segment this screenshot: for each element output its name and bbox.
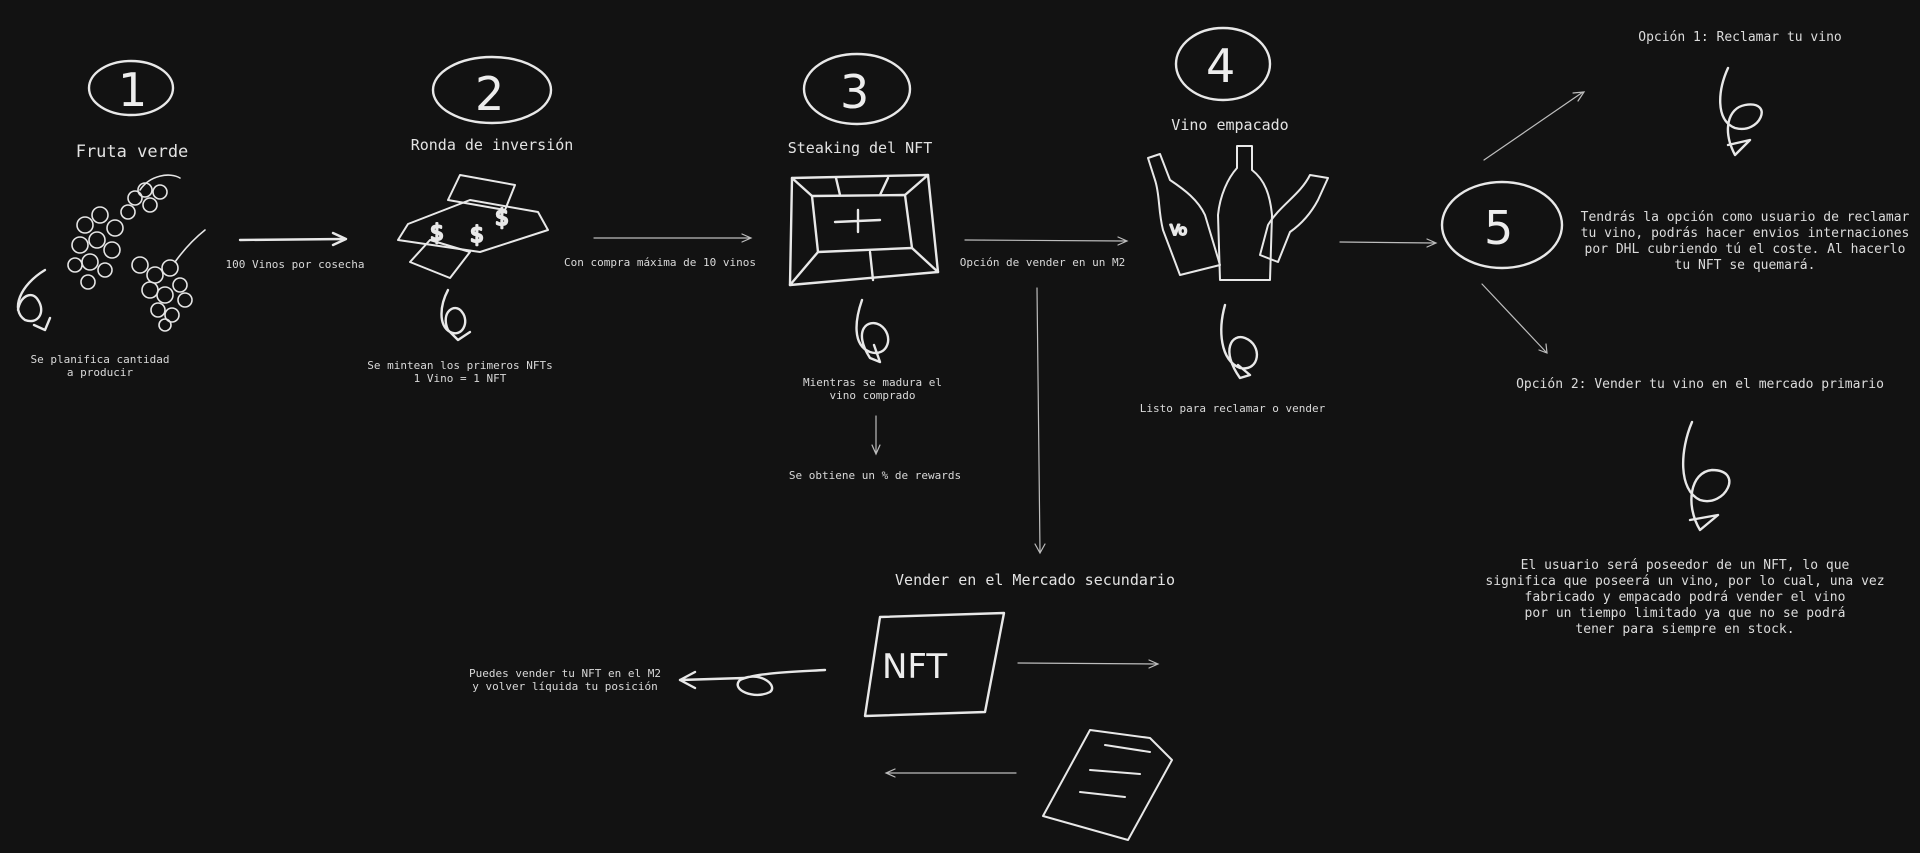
arrow-1-2 xyxy=(238,231,348,247)
arrow-to-secondary xyxy=(1034,287,1046,555)
arrow-4-5 xyxy=(1339,238,1438,248)
step-2-caption: Se mintean los primeros NFTs 1 Vino = 1 … xyxy=(367,359,553,385)
arrow-1-label: 100 Vinos por cosecha xyxy=(225,258,365,271)
step-3-number: 3 xyxy=(840,65,869,119)
wine-bottles-icon: Vo xyxy=(1147,145,1329,281)
curl-arrow-1 xyxy=(16,268,52,332)
step-2-number: 2 xyxy=(475,67,504,121)
step-1-badge: 1 xyxy=(87,59,175,117)
option-2-text: El usuario será poseedor de un NFT, lo q… xyxy=(1485,558,1885,637)
arrow-2-3 xyxy=(593,233,753,243)
svg-text:Vo: Vo xyxy=(1170,223,1187,239)
money-bills-icon: $ $ $ xyxy=(397,174,549,279)
step-5-number: 5 xyxy=(1484,201,1513,255)
arrow-nft-right xyxy=(1017,659,1160,669)
step-4-badge: 4 xyxy=(1174,26,1272,102)
curl-arrow-6 xyxy=(1682,420,1731,532)
svg-text:NFT: NFT xyxy=(882,647,947,687)
svg-text:$: $ xyxy=(470,223,484,248)
staking-box-icon xyxy=(788,173,940,287)
step-3-caption: Mientras se madura el vino comprado xyxy=(802,376,943,402)
arrow-3-down xyxy=(871,415,881,456)
step-1-number: 1 xyxy=(118,63,147,117)
left-curl-arrow xyxy=(678,668,827,697)
option-2-title: Opción 2: Vender tu vino en el mercado p… xyxy=(1516,377,1884,392)
secondary-market-caption: Puedes vender tu NFT en el M2 y volver l… xyxy=(468,667,662,693)
option-1-text: Tendrás la opción como usuario de reclam… xyxy=(1580,210,1910,273)
step-4-caption: Listo para reclamar o vender xyxy=(1139,402,1326,415)
nft-card-icon: NFT xyxy=(863,611,1006,718)
step-3-title: Steaking del NFT xyxy=(787,139,933,157)
arrow-5-opt2 xyxy=(1481,283,1548,354)
curl-arrow-4 xyxy=(1220,303,1259,380)
step-1-caption: Se planifica cantidad a producir xyxy=(30,353,170,379)
grapes-icon xyxy=(67,174,206,332)
svg-text:$: $ xyxy=(430,221,444,246)
step-3-badge: 3 xyxy=(802,52,912,126)
step-3-sub-caption: Se obtiene un % de rewards xyxy=(788,469,962,482)
step-1-title: Fruta verde xyxy=(75,142,189,162)
step-2-title: Ronda de inversión xyxy=(410,136,574,154)
arrow-3-label: Opción de vender en un M2 xyxy=(959,256,1126,269)
step-2-badge: 2 xyxy=(431,55,553,125)
arrow-2-label: Con compra máxima de 10 vinos xyxy=(563,256,757,269)
arrow-5-opt1 xyxy=(1483,91,1586,161)
ticket-icon xyxy=(1042,729,1173,841)
step-4-title: Vino empacado xyxy=(1171,116,1289,134)
step-4-number: 4 xyxy=(1206,39,1235,93)
option-1-title: Opción 1: Reclamar tu vino xyxy=(1638,30,1842,45)
svg-text:$: $ xyxy=(495,206,509,231)
arrow-3-4 xyxy=(964,236,1129,246)
curl-arrow-3 xyxy=(855,298,890,364)
curl-arrow-5 xyxy=(1719,66,1763,157)
arrow-ticket-left xyxy=(884,768,1017,778)
secondary-market-title: Vender en el Mercado secundario xyxy=(895,571,1175,589)
step-5-badge: 5 xyxy=(1440,180,1564,270)
curl-arrow-2 xyxy=(440,288,472,342)
